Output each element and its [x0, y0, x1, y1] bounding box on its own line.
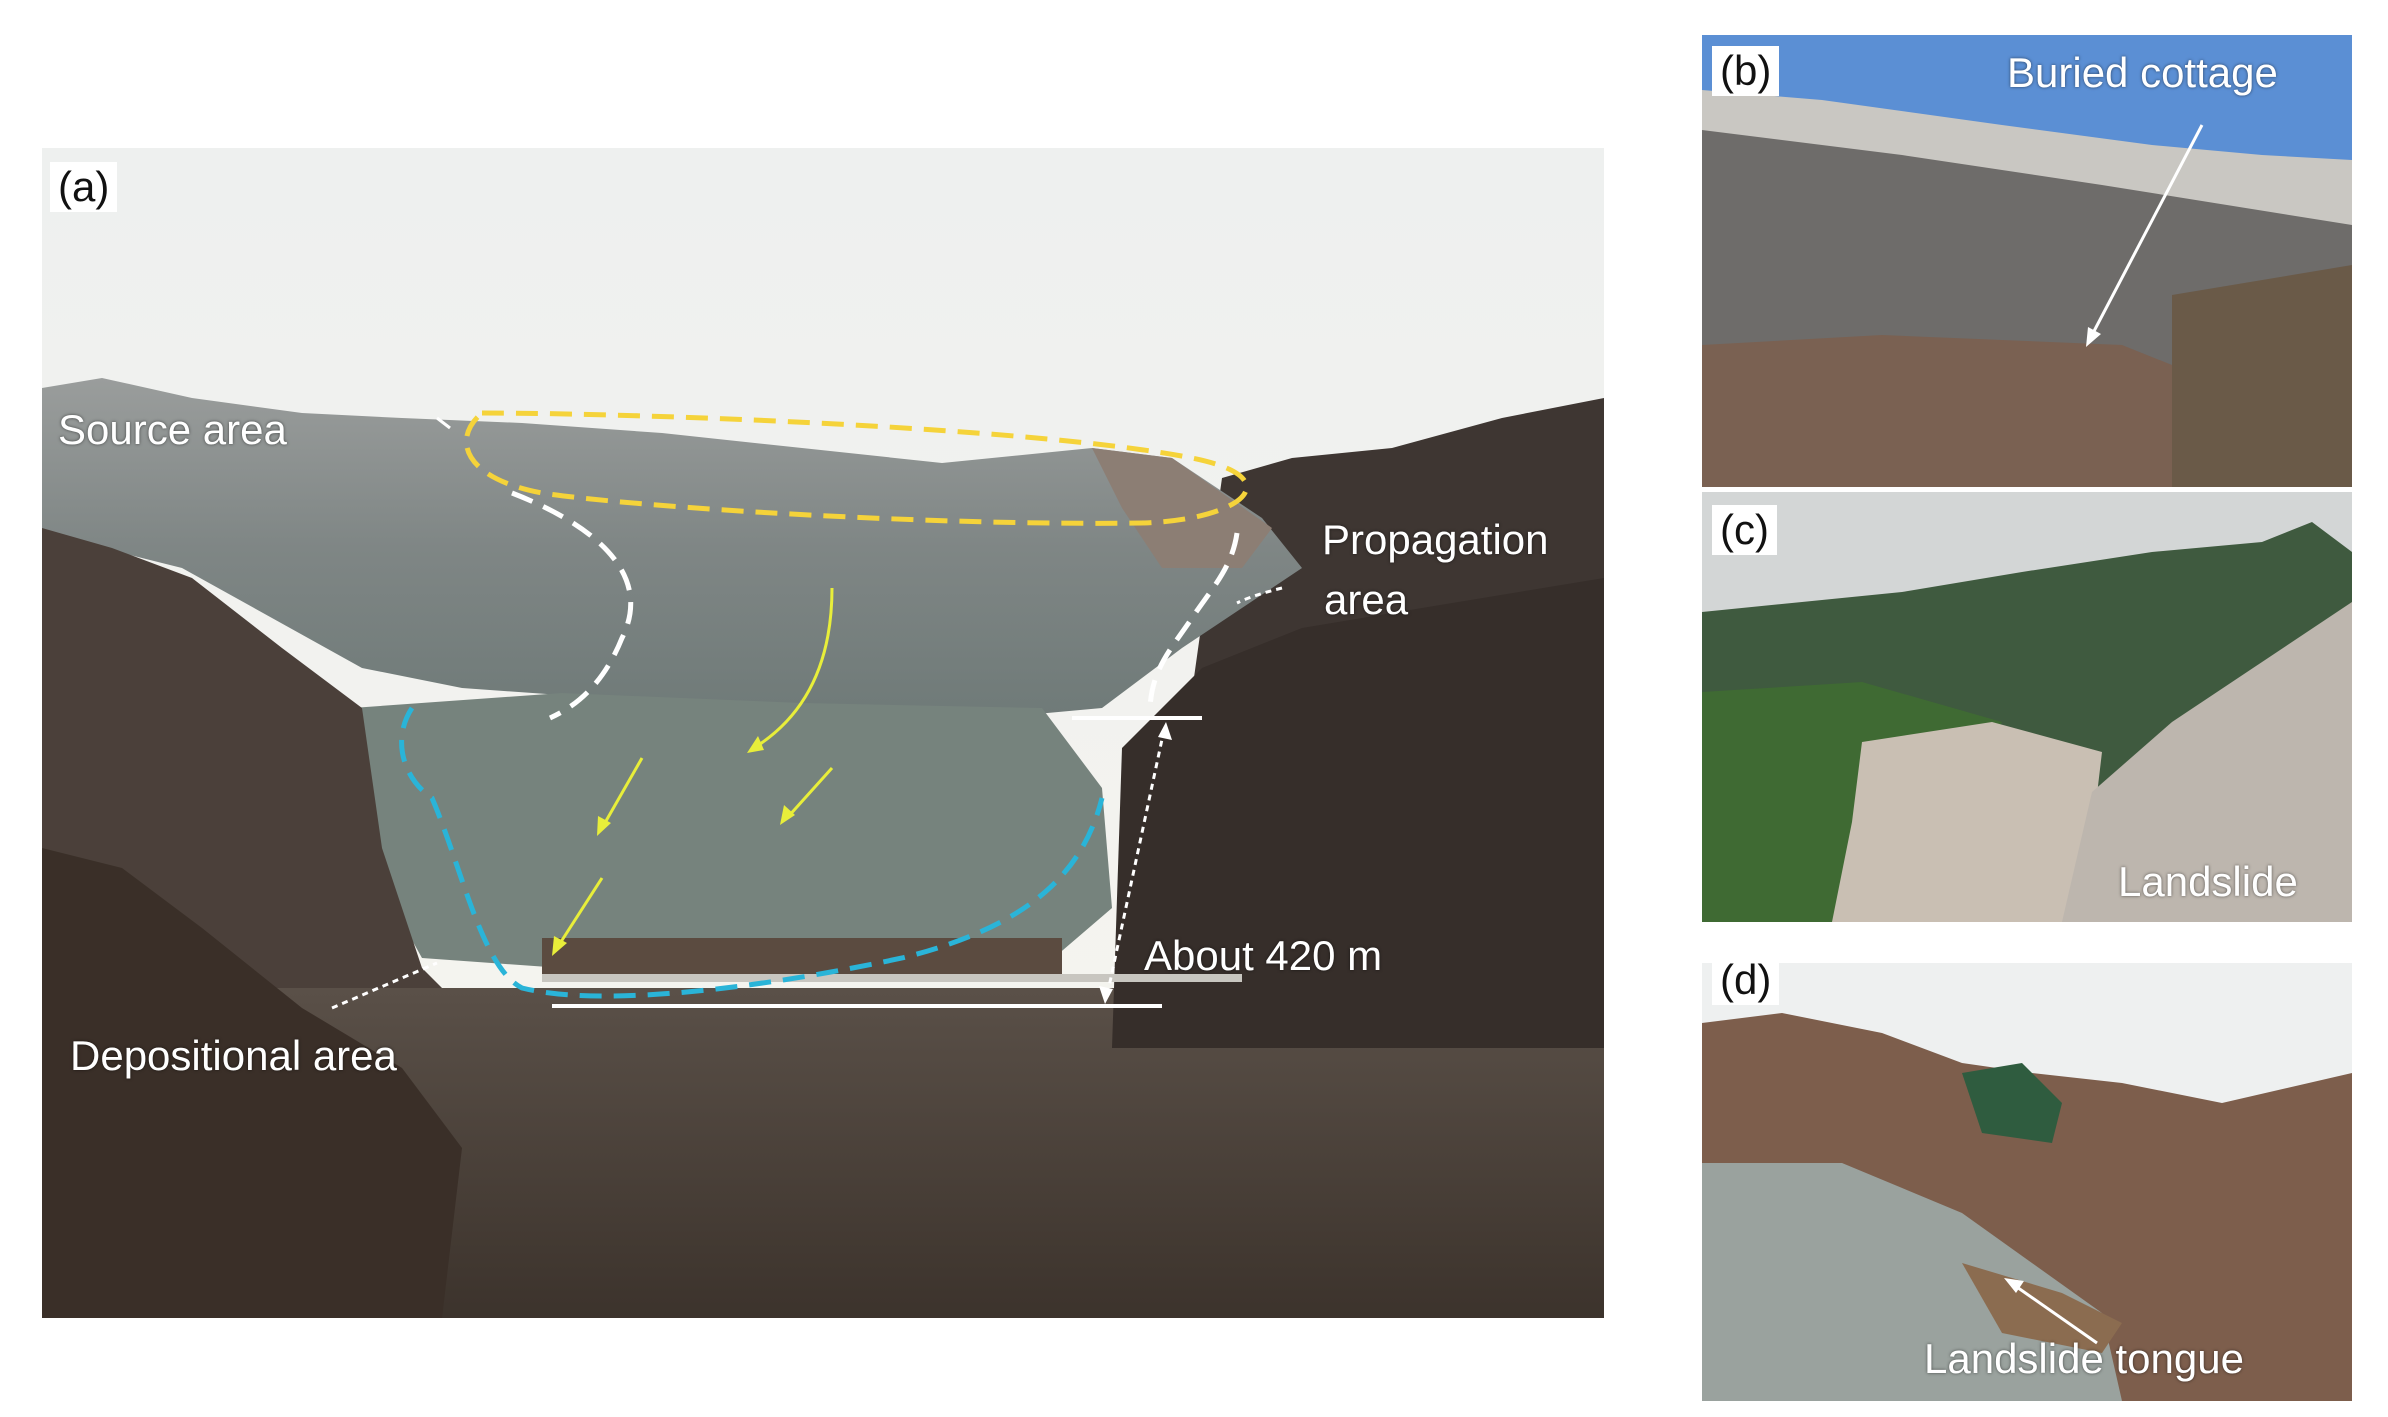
distance-label: About 420 m: [1144, 932, 1383, 979]
panel-a-label: (a): [50, 162, 118, 212]
panel-c-photo: [1702, 492, 2352, 922]
buried-cottage-label: Buried cottage: [2007, 49, 2278, 96]
source-area-label: Source area: [58, 406, 287, 453]
deposit-fan: [352, 693, 1112, 978]
panel-b-photo: [1702, 35, 2352, 487]
panel-b: Buried cottage: [1702, 35, 2352, 487]
dump-slope: [2062, 602, 2352, 922]
panel-d: Landslide tongue: [1702, 963, 2352, 1401]
road: [542, 974, 1242, 982]
foreground-brush: [42, 848, 462, 1318]
panel-a: (a) Source area Propagation area About 4…: [42, 148, 1604, 1318]
green-trees: [1962, 1063, 2062, 1143]
landslide-tongue-label: Landslide tongue: [1924, 1335, 2244, 1382]
panel-a-photo: [42, 148, 1604, 1318]
panel-c: Landslide: [1702, 492, 2352, 922]
stone-wall: [1702, 335, 2172, 487]
village-buildings: [542, 938, 1062, 974]
propagation-area-label-line1: Propagation: [1322, 516, 1549, 563]
panel-d-label: (d): [1712, 955, 1780, 1005]
landslide-label: Landslide: [2118, 858, 2298, 905]
propagation-area-label-line2: area: [1324, 576, 1409, 623]
panel-c-label: (c): [1712, 505, 1777, 555]
depositional-area-label: Depositional area: [70, 1032, 397, 1079]
panel-b-label: (b): [1712, 46, 1780, 96]
landslide-deposit: [1832, 722, 2102, 922]
brown-grass: [2172, 265, 2352, 487]
